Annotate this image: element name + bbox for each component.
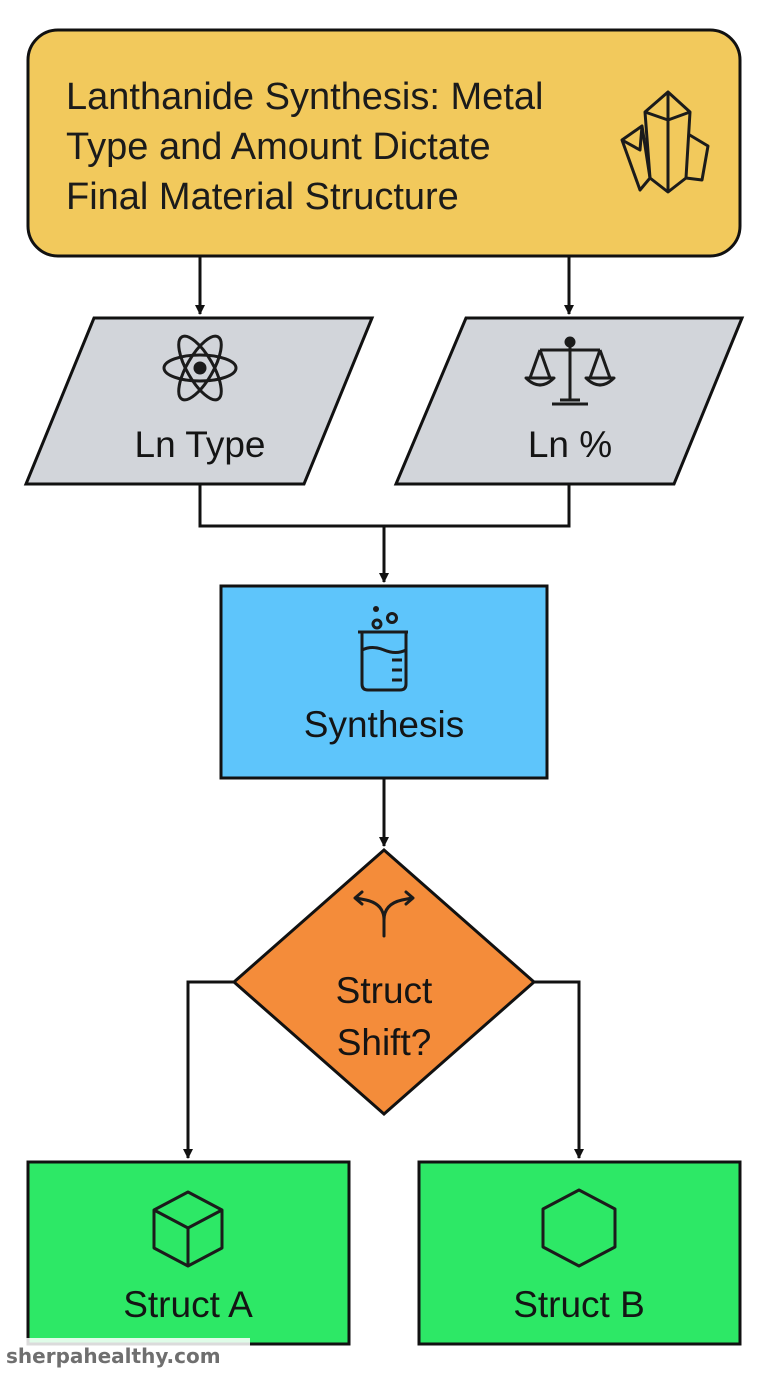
decision-label-line-2: Shift?: [336, 1022, 432, 1063]
arrow-decision-to-struct-a: [183, 980, 234, 1159]
title-line-1: Lanthanide Synthesis: Metal: [66, 76, 544, 118]
decision-label-line-1: Struct: [335, 970, 433, 1011]
hexagon-icon: [541, 1188, 617, 1268]
connector-ln-percent-merge: [384, 484, 571, 528]
synthesis-label: Synthesis: [303, 704, 465, 745]
input-ln-type-shape: [23, 316, 375, 486]
title-box: [26, 28, 742, 258]
atom-icon: [162, 334, 238, 402]
connector-ln-type-merge: [198, 484, 384, 528]
ln-percent-label: Ln %: [527, 424, 613, 465]
split-arrow-icon: [353, 890, 415, 938]
struct-b-box: [417, 1160, 742, 1346]
crystal-icon: [620, 90, 710, 194]
synthesis-box: [219, 584, 549, 780]
decision-diamond: [231, 848, 537, 1116]
title-line-3: Final Material Structure: [66, 176, 459, 218]
cube-icon: [152, 1190, 224, 1268]
arrow-decision-to-struct-b: [534, 980, 584, 1159]
struct-a-label: Struct A: [123, 1284, 253, 1325]
title-line-2: Type and Amount Dictate: [66, 126, 491, 168]
struct-b-label: Struct B: [513, 1284, 645, 1325]
balance-scale-icon: [524, 336, 616, 406]
ln-type-label: Ln Type: [134, 424, 266, 465]
beaker-icon: [358, 606, 408, 692]
watermark-text: sherpahealthy.com: [0, 1338, 250, 1374]
